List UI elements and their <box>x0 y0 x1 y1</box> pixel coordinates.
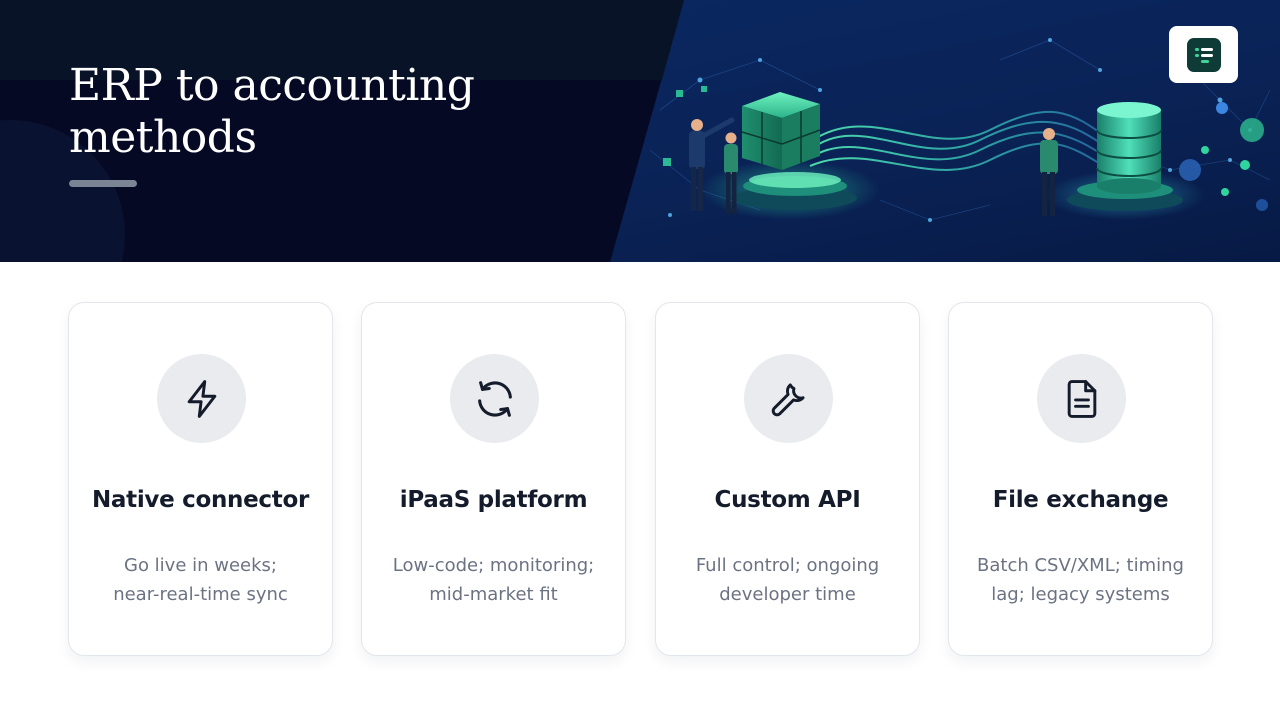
icon-circle <box>450 354 539 443</box>
desc-line-1: Batch CSV/XML; timing <box>977 555 1184 576</box>
desc-line-2: developer time <box>719 584 856 605</box>
desc-line-1: Go live in weeks; <box>124 555 277 576</box>
hero-banner: ERP to accounting methods <box>0 0 1280 262</box>
wrench-icon <box>771 382 805 416</box>
desc-line-2: mid-market fit <box>429 584 558 605</box>
logo-badge[interactable] <box>1169 26 1238 83</box>
card-title: File exchange <box>992 487 1169 513</box>
page-title: ERP to accounting methods <box>69 60 589 164</box>
title-underline <box>69 180 137 187</box>
document-icon <box>1067 379 1096 418</box>
desc-line-2: lag; legacy systems <box>991 584 1170 605</box>
icon-circle <box>1037 354 1126 443</box>
refresh-icon <box>477 380 512 417</box>
desc-line-2: near-real-time sync <box>113 584 288 605</box>
card-title: Native connector <box>91 487 309 513</box>
method-cards: Native connector Go live in weeks; near-… <box>68 302 1213 656</box>
card-description: Full control; ongoing developer time <box>676 551 899 609</box>
card-file-exchange: File exchange Batch CSV/XML; timing lag;… <box>948 302 1213 656</box>
card-native-connector: Native connector Go live in weeks; near-… <box>68 302 333 656</box>
desc-line-1: Full control; ongoing <box>695 555 880 576</box>
lightning-icon <box>187 379 216 418</box>
card-description: Go live in weeks; near-real-time sync <box>89 551 312 609</box>
icon-circle <box>157 354 246 443</box>
icon-circle <box>744 354 833 443</box>
card-title: iPaaS platform <box>399 487 588 513</box>
desc-line-1: Low-code; monitoring; <box>392 555 595 576</box>
card-description: Batch CSV/XML; timing lag; legacy system… <box>969 551 1192 609</box>
title-line-1: ERP to accounting <box>69 60 475 111</box>
card-custom-api: Custom API Full control; ongoing develop… <box>655 302 920 656</box>
card-ipaas-platform: iPaaS platform Low-code; monitoring; mid… <box>361 302 626 656</box>
card-description: Low-code; monitoring; mid-market fit <box>382 551 605 609</box>
title-line-2: methods <box>69 112 257 163</box>
app-logo-icon <box>1186 37 1221 72</box>
card-title: Custom API <box>714 487 861 513</box>
hero-dark-panel <box>0 0 684 262</box>
